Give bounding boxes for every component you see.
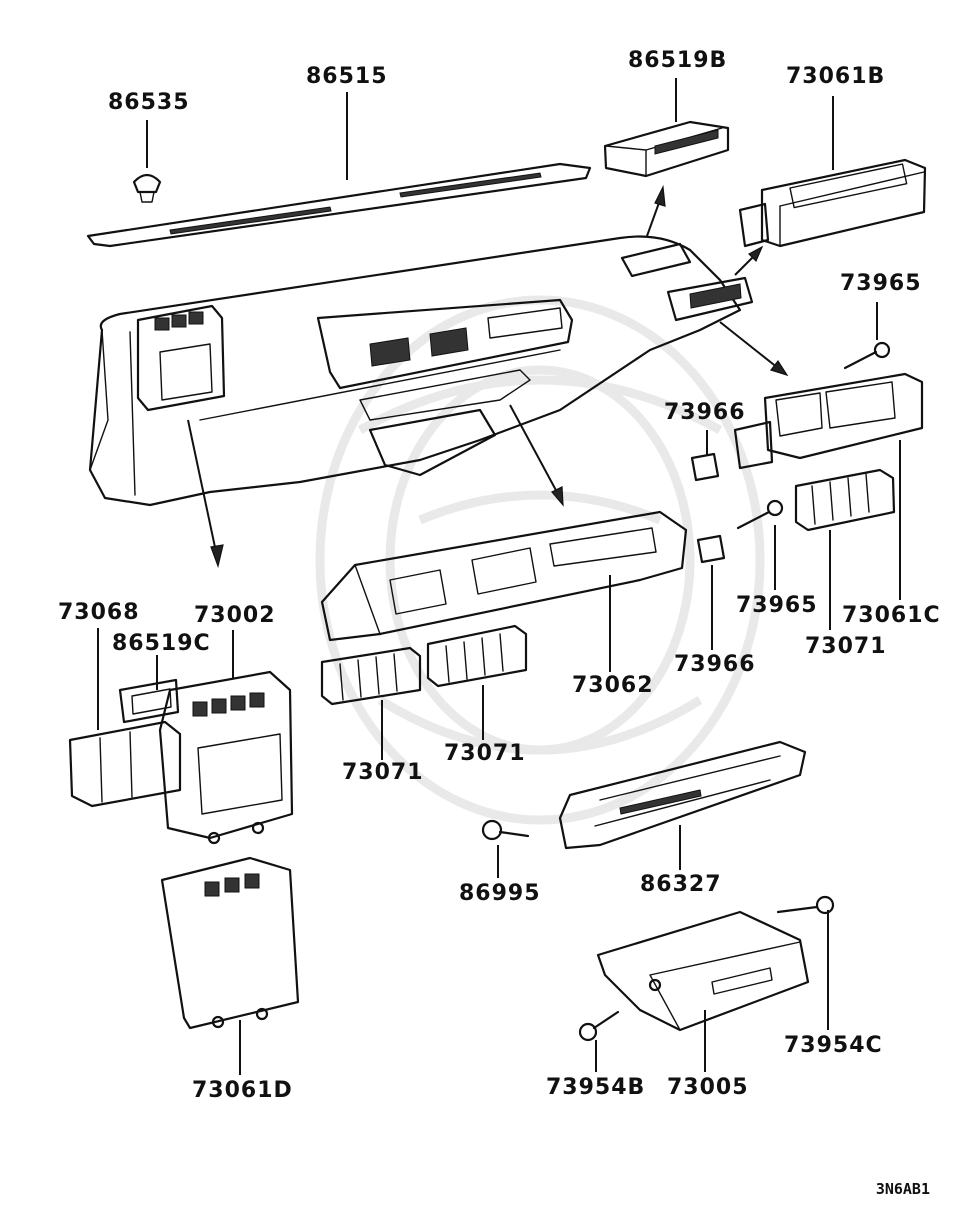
leader-lines [97, 78, 901, 1075]
vent-73071-left [320, 646, 422, 706]
side-vent-86519B [603, 120, 730, 178]
callout-86519B: 86519B [628, 48, 728, 73]
screw-73965-lower [736, 499, 784, 530]
callout-73062: 73062 [572, 673, 654, 698]
callout-73966-upper: 73966 [664, 400, 746, 425]
callout-86535: 86535 [108, 90, 190, 115]
callout-86515: 86515 [306, 64, 388, 89]
callout-86519C: 86519C [112, 631, 211, 656]
callout-73061D: 73061D [192, 1078, 293, 1103]
callout-73965-upper: 73965 [840, 271, 922, 296]
callout-73005: 73005 [667, 1075, 749, 1100]
screw-73965-upper [843, 341, 891, 370]
diagram-code: 3N6AB1 [875, 1180, 930, 1198]
right-panel-73061C [733, 372, 924, 470]
vent-73071-middle [426, 624, 528, 688]
dashboard-body [88, 235, 754, 507]
lower-cover-73061D [160, 856, 300, 1030]
vent-73071-right [794, 468, 896, 532]
watermark-emblem [315, 295, 765, 825]
callout-73061C: 73061C [842, 603, 941, 628]
callout-73002: 73002 [194, 603, 276, 628]
callout-73061B: 73061B [786, 64, 886, 89]
bolt-73954B [578, 1010, 620, 1042]
callout-73954C: 73954C [784, 1033, 883, 1058]
callout-86995: 86995 [459, 881, 541, 906]
left-console-73002 [158, 670, 294, 845]
defroster-strip-86515 [86, 162, 592, 248]
center-panel-73062 [320, 510, 688, 642]
callout-73071-middle: 73071 [444, 741, 526, 766]
callout-73954B: 73954B [546, 1075, 646, 1100]
callout-73071-left: 73071 [342, 760, 424, 785]
clip-73966-upper [690, 452, 720, 482]
callout-73966-lower: 73966 [674, 652, 756, 677]
duct-86327 [558, 740, 807, 850]
side-panel-73061B [738, 158, 927, 248]
assembly-arrows [187, 184, 789, 569]
callout-73965-lower: 73965 [736, 593, 818, 618]
bracket-73068 [68, 720, 182, 808]
clip-86535 [132, 173, 162, 203]
glove-box-73005 [596, 910, 810, 1032]
callout-73071-right: 73071 [805, 634, 887, 659]
bolt-86995 [481, 819, 530, 841]
clip-73966-lower [696, 534, 726, 564]
bolt-73954C [776, 895, 835, 915]
vent-86519C [118, 678, 180, 724]
callout-73068: 73068 [58, 600, 140, 625]
callout-86327: 86327 [640, 872, 722, 897]
